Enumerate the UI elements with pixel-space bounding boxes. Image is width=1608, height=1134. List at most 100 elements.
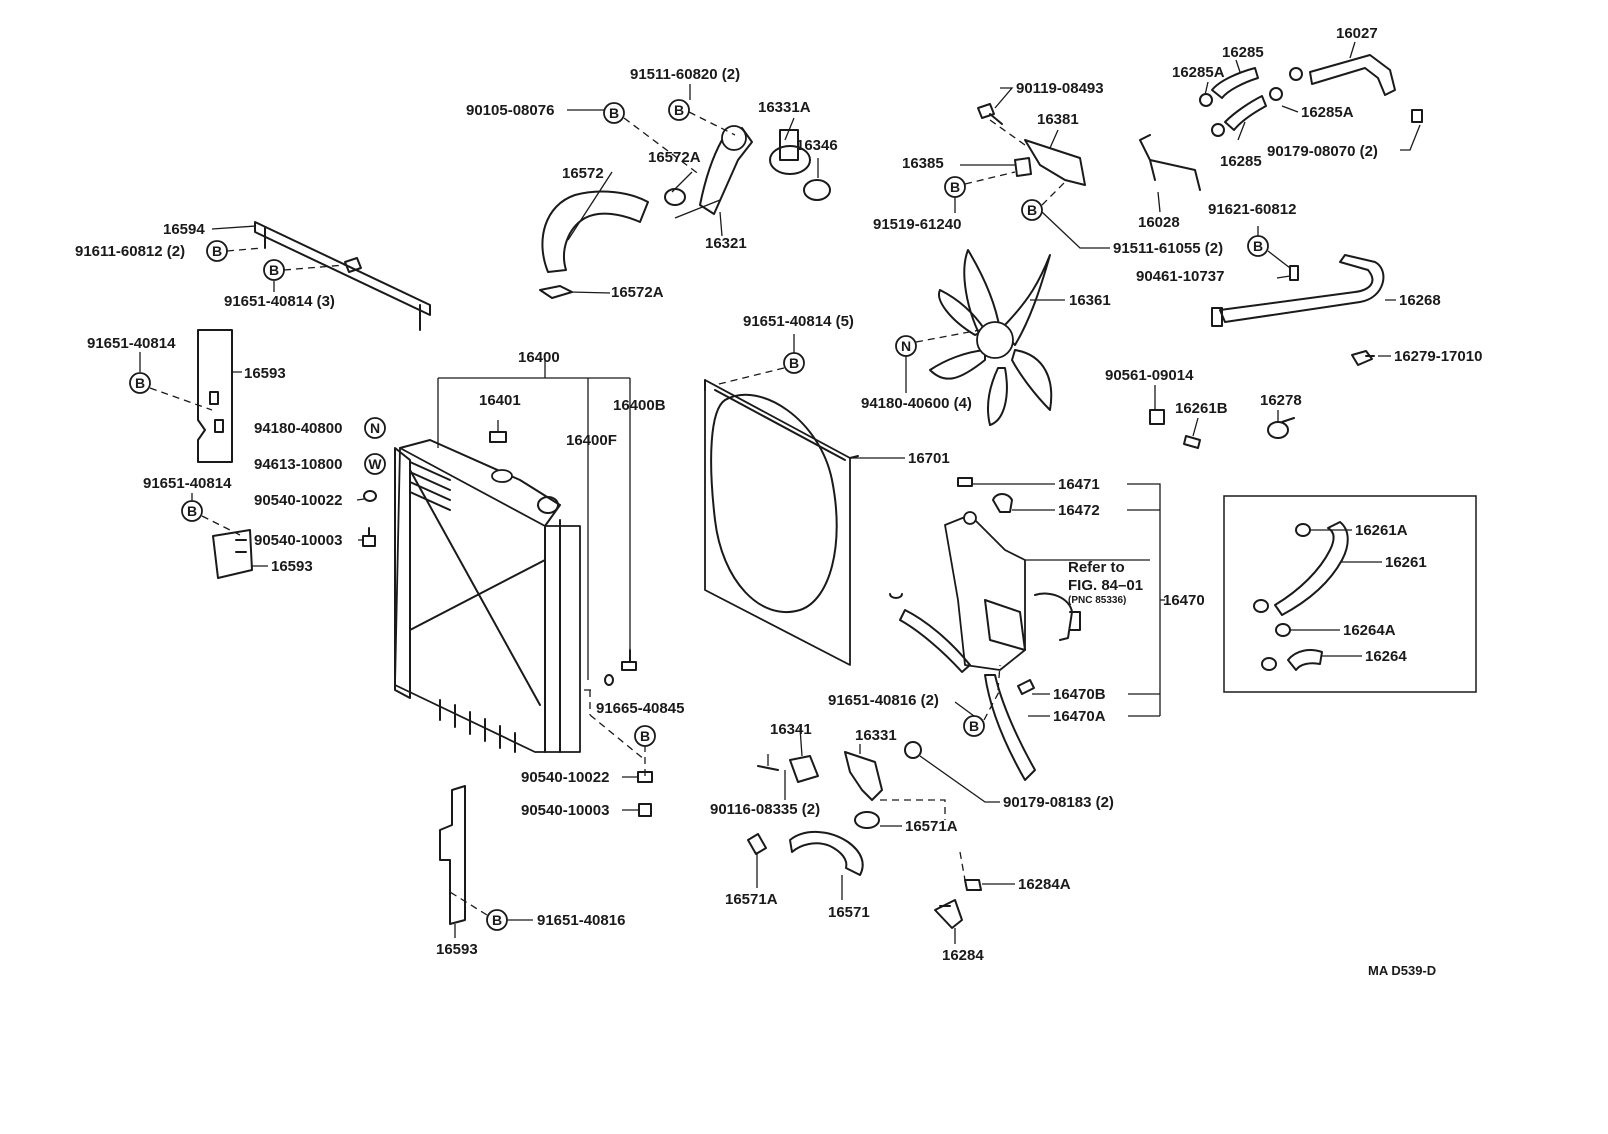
fan-bracket-group: B B: [944, 87, 1110, 249]
bolt-badge-b-outlet-left: [603, 102, 625, 124]
hose-16261: [1274, 521, 1349, 616]
upper-support-group: B B: [206, 221, 431, 331]
bolt-90119-08493: [977, 103, 1003, 125]
badge-letter: B: [212, 243, 222, 259]
label-90105-08076: 90105-08076: [466, 102, 554, 119]
label-16470: 16470: [1163, 592, 1205, 609]
leader-dashed: [584, 689, 646, 780]
label-91621-60812: 91621-60812: [1208, 201, 1296, 218]
pipe-16028: [1139, 134, 1201, 191]
level-sensor-wire: [1034, 592, 1081, 641]
label-16400: 16400: [518, 349, 560, 366]
leader-line: [1157, 41, 1421, 213]
gasket-16341: [789, 755, 819, 783]
cushion-90540-10022: [363, 490, 377, 502]
radiator-cap-16401: [489, 431, 507, 443]
fan-shroud-opening: [710, 393, 838, 613]
leader-dashed: [714, 367, 785, 386]
water-outlet-flange: [721, 125, 747, 151]
leader-line: [756, 727, 1015, 944]
radiator-upper-fins: [409, 461, 451, 511]
label-91665-40845: 91665-40845: [596, 700, 684, 717]
bracket-16400: [437, 360, 631, 680]
leader-line: [454, 919, 533, 938]
badge-letter: B: [674, 102, 684, 118]
fan-blade: [999, 254, 1051, 346]
bolt-badge-b-bracket-right: [1021, 199, 1043, 221]
label-16361: 16361: [1069, 292, 1111, 309]
radiator-assembly-16400: B: [394, 360, 656, 817]
badge-letter: N: [370, 420, 380, 436]
label-16285A-left: 16285A: [1172, 64, 1225, 81]
diagram-code: MA D539-D: [1368, 963, 1436, 978]
radiator-filler-neck: [491, 469, 513, 483]
radiator-frame-right: [544, 519, 561, 753]
cap-16471: [957, 477, 973, 487]
label-16028: 16028: [1138, 214, 1180, 231]
radiator-side-seal-16593-top: [197, 329, 233, 463]
plug-16261B: [1183, 435, 1201, 449]
label-16341: 16341: [770, 721, 812, 738]
fan-hub: [976, 321, 1014, 359]
leader-dashed: [226, 247, 346, 271]
radiator-side-seal-16593-bottom: [439, 785, 466, 925]
leader-dashed: [880, 799, 966, 881]
leader-dashed: [449, 891, 488, 916]
label-16470A: 16470A: [1053, 708, 1106, 725]
clamp-16571A-right: [854, 811, 880, 829]
label-16593-mid: 16593: [271, 558, 313, 575]
overflow-hose: [899, 609, 971, 673]
label-91511-61055: 91511-61055 (2): [1113, 240, 1223, 257]
label-refer-line2: FIG. 84–01: [1068, 577, 1143, 594]
seal-clip: [209, 391, 224, 433]
label-16572A-bottom: 16572A: [611, 284, 664, 301]
label-94180-40600: 94180-40600 (4): [861, 395, 972, 412]
drain-gasket-16400F: [604, 674, 614, 686]
pipe-16027: [1309, 54, 1396, 96]
bolt-badge-b-radiator: [634, 725, 656, 747]
bolt-badge-b-seal: [129, 372, 151, 394]
label-16594: 16594: [163, 221, 205, 238]
label-94613-10800: 94613-10800: [254, 456, 342, 473]
label-91611-60812: 91611-60812 (2): [75, 243, 185, 260]
radiator-inlet-hose-16572: [541, 190, 649, 273]
label-91511-60820: 91511-60820 (2): [630, 66, 740, 83]
oil-cooler-hose-group: [1139, 41, 1423, 213]
fan-blade: [987, 367, 1008, 426]
boxed-hose-set: [1223, 495, 1477, 693]
drain-cock-16400B: [621, 649, 637, 671]
badge-letter: B: [609, 105, 619, 121]
hose-16472: [992, 493, 1013, 513]
label-16593-bottom: 16593: [436, 941, 478, 958]
stud-90116-08335: [757, 765, 779, 771]
radiator-side-seal-16593-mid: [212, 529, 253, 579]
label-16571A-right: 16571A: [905, 818, 958, 835]
clamp-16470B: [1017, 679, 1035, 695]
label-16285-top: 16285: [1222, 44, 1264, 61]
label-16385: 16385: [902, 155, 944, 172]
label-16346: 16346: [796, 137, 838, 154]
leader-line: [919, 483, 1150, 803]
badge-letter: W: [368, 456, 382, 472]
badge-letter: B: [269, 262, 279, 278]
label-16261B: 16261B: [1175, 400, 1228, 417]
label-16321: 16321: [705, 235, 747, 252]
label-16470B: 16470B: [1053, 686, 1106, 703]
clamp-16264A: [1275, 623, 1291, 637]
hose-set-box: [1223, 495, 1477, 693]
leader-line: [211, 225, 275, 292]
hose-16268: [1219, 254, 1385, 323]
hose-16285-bottom: [1224, 95, 1267, 131]
label-16027: 16027: [1336, 25, 1378, 42]
label-94180-40800: 94180-40800: [254, 420, 342, 437]
leader-dashed: [149, 387, 213, 411]
reserve-tank-16470: B: [889, 477, 1165, 803]
label-90119-08493: 90119-08493: [1016, 80, 1104, 97]
label-16471: 16471: [1058, 476, 1100, 493]
clamp-16261: [1253, 599, 1269, 613]
cushion-90540-10003: [362, 527, 376, 547]
hose-clamp-16572A-bottom: [539, 285, 573, 299]
clamp-16264: [1261, 657, 1277, 671]
support-bracket: [344, 257, 362, 273]
label-90116-08335: 90116-08335 (2): [710, 801, 820, 818]
